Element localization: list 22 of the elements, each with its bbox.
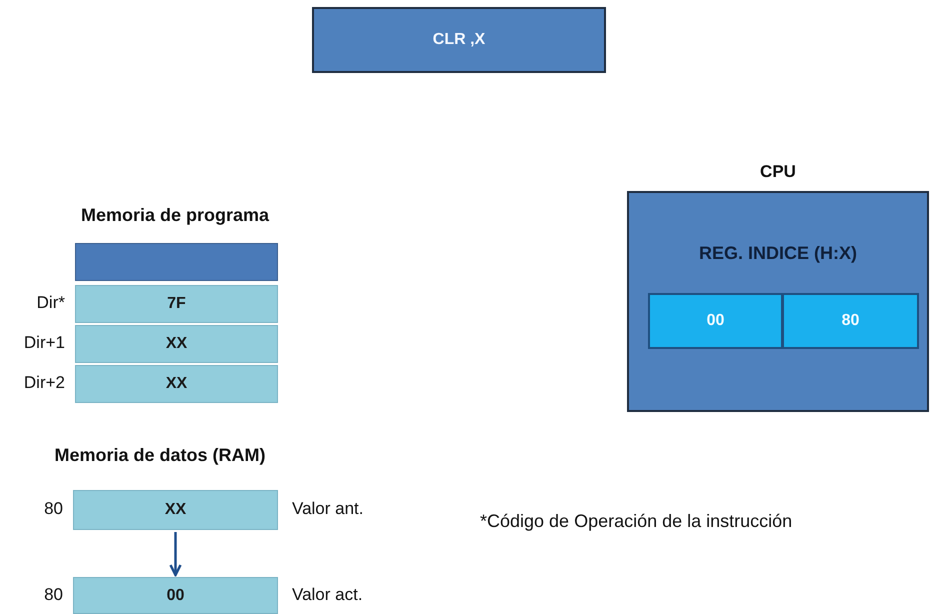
register-cell: 80	[782, 293, 919, 349]
footnote: *Código de Operación de la instrucción	[480, 511, 792, 532]
address-label: 80	[44, 584, 63, 604]
cpu-heading: CPU	[760, 162, 796, 182]
address-label: Dir*	[36, 293, 65, 313]
address-label: Dir+2	[24, 373, 65, 393]
memory-cell: 00	[73, 577, 278, 614]
instruction-box: CLR ,X	[312, 7, 606, 73]
memory-cell: XX	[75, 325, 278, 363]
memory-cell	[75, 243, 278, 281]
cell-note: Valor ant.	[292, 499, 364, 519]
address-label: 80	[44, 499, 63, 519]
arrow	[169, 532, 182, 576]
address-label: Dir+1	[24, 333, 65, 353]
register-label: REG. INDICE (H:X)	[699, 243, 857, 264]
memory-cell: XX	[75, 365, 278, 403]
register-cell: 00	[648, 293, 783, 349]
section-heading: Memoria de datos (RAM)	[54, 445, 266, 466]
memory-cell: XX	[73, 490, 278, 530]
memory-cell: 7F	[75, 285, 278, 323]
cell-note: Valor act.	[292, 584, 363, 604]
section-heading: Memoria de programa	[80, 205, 270, 226]
